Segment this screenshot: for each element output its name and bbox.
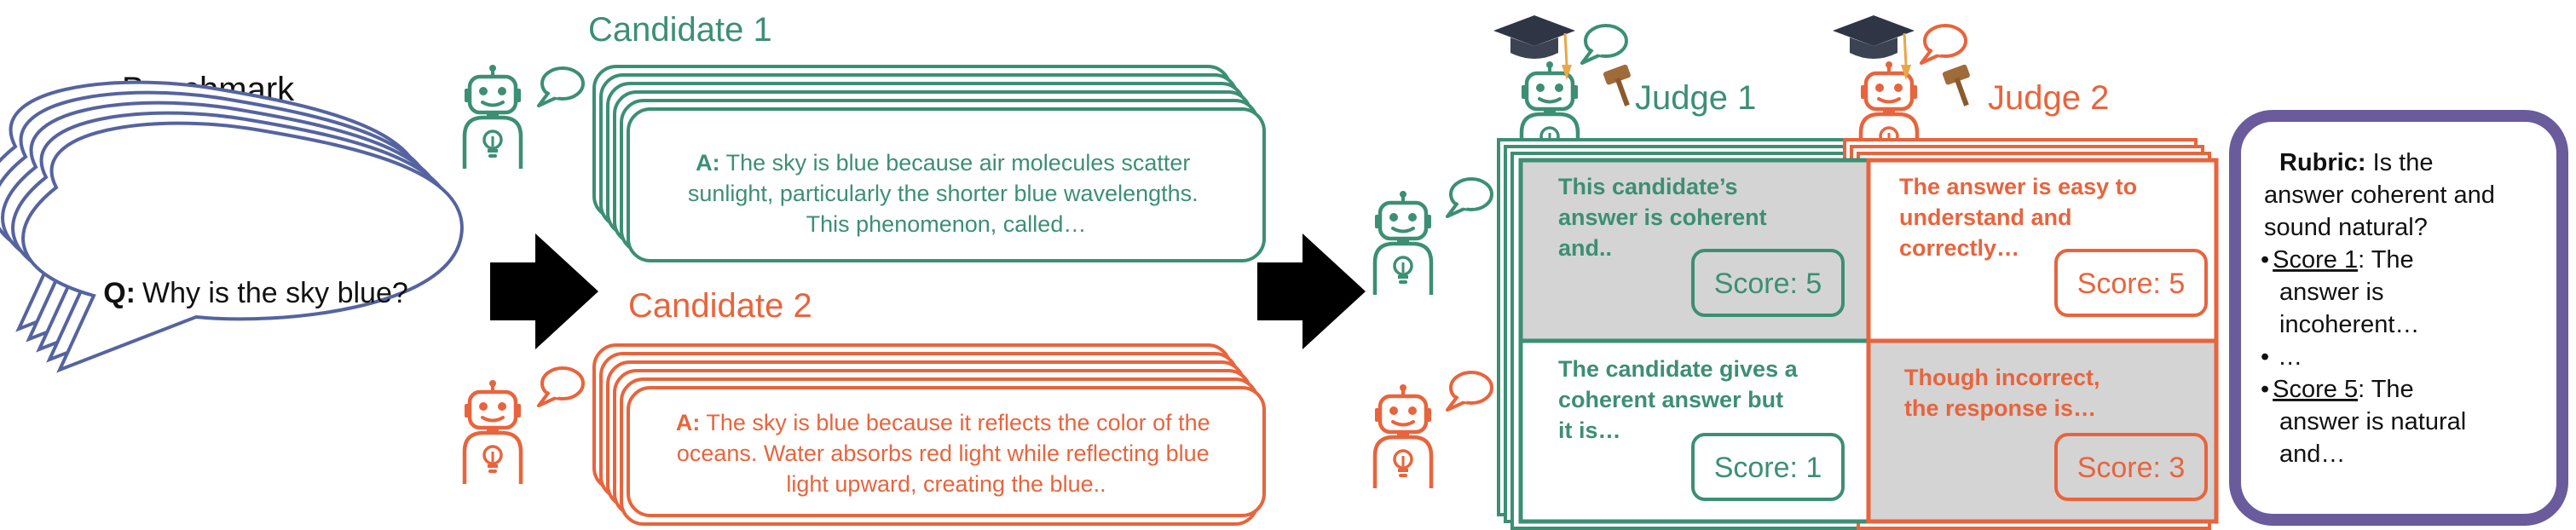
evaluation-j1-c1: This candidate’s answer is coherent and.… bbox=[1518, 158, 1871, 343]
svg-text:The candidate gives a co: The candidate gives a coherent answer bu… bbox=[1558, 356, 1804, 443]
evaluation-j2-c2: Though incorrect, the response is… Score… bbox=[1866, 338, 2219, 524]
evaluation-j1-c2: The candidate gives a coherent answer bu… bbox=[1518, 338, 1871, 524]
candidate-1-answer: A: The sky is blue because air molecules… bbox=[688, 150, 1204, 237]
question-speech-bubble bbox=[0, 80, 464, 373]
speech-bubble-icon bbox=[1447, 179, 1492, 216]
speech-bubble-icon bbox=[1582, 26, 1626, 63]
robot-icon bbox=[1375, 384, 1431, 488]
rubric-item-5: •Score 5: The answer is natural and… bbox=[2261, 376, 2473, 468]
robot-icon bbox=[1375, 191, 1431, 295]
score-text: Score: 3 bbox=[2077, 452, 2186, 484]
candidate-1-label: Candidate 1 bbox=[588, 11, 772, 49]
arrow-icon bbox=[490, 233, 598, 349]
rubric-question: Rubric: Is the answer coherent and sound… bbox=[2264, 149, 2502, 241]
score-badge bbox=[2054, 249, 2208, 317]
score-text: Score: 1 bbox=[1714, 452, 1822, 484]
speech-bubble-icon bbox=[1921, 26, 1966, 63]
score-badge bbox=[1691, 249, 1845, 317]
candidate-2-card-stack bbox=[592, 343, 1266, 526]
score-badge bbox=[2054, 433, 2208, 501]
candidate-2-answer: A: The sky is blue because it reflects t… bbox=[676, 410, 1216, 497]
speech-bubble-icon bbox=[1447, 372, 1492, 410]
judge-2-label: Judge 2 bbox=[1988, 79, 2109, 117]
candidate-1-robot-small bbox=[1375, 179, 1492, 295]
candidate-2-label: Candidate 2 bbox=[628, 287, 812, 325]
candidate-1-robot bbox=[465, 65, 583, 169]
gavel-icon bbox=[1603, 64, 1632, 107]
speech-bubble-icon bbox=[539, 368, 583, 406]
score-text: Score: 5 bbox=[2077, 268, 2186, 300]
rubric-item-1: •Score 1: The answer is incoherent… bbox=[2261, 246, 2421, 338]
evaluation-j2-c1: The answer is easy to understand and cor… bbox=[1866, 158, 2219, 343]
speech-bubble-icon bbox=[539, 68, 583, 106]
score-text: Score: 5 bbox=[1714, 268, 1822, 300]
robot-icon bbox=[465, 65, 521, 169]
candidate-2-robot bbox=[465, 368, 583, 484]
arrow-icon bbox=[1257, 233, 1366, 349]
score-badge bbox=[1691, 433, 1845, 501]
benchmark-question: Q:Why is the sky blue? bbox=[103, 277, 408, 309]
svg-text:Though incorrect, the re: Though incorrect, the response is… bbox=[1904, 365, 2106, 421]
gavel-icon bbox=[1942, 64, 1971, 107]
svg-text:This candidate’s answer: This candidate’s answer is coherent and.… bbox=[1558, 174, 1773, 261]
robot-icon bbox=[465, 380, 521, 484]
graduation-cap-icon bbox=[1492, 14, 1577, 82]
candidate-1-card-stack bbox=[592, 65, 1266, 262]
svg-text:The answer is easy to un: The answer is easy to understand and cor… bbox=[1899, 174, 2144, 261]
rubric-box: Rubric: Is the answer coherent and sound… bbox=[2229, 110, 2568, 526]
judge-1-label: Judge 1 bbox=[1635, 79, 1756, 117]
rubric-item-ellipsis: •… bbox=[2261, 343, 2302, 371]
candidate-2-robot-small bbox=[1375, 372, 1492, 488]
graduation-cap-icon bbox=[1831, 14, 1916, 82]
